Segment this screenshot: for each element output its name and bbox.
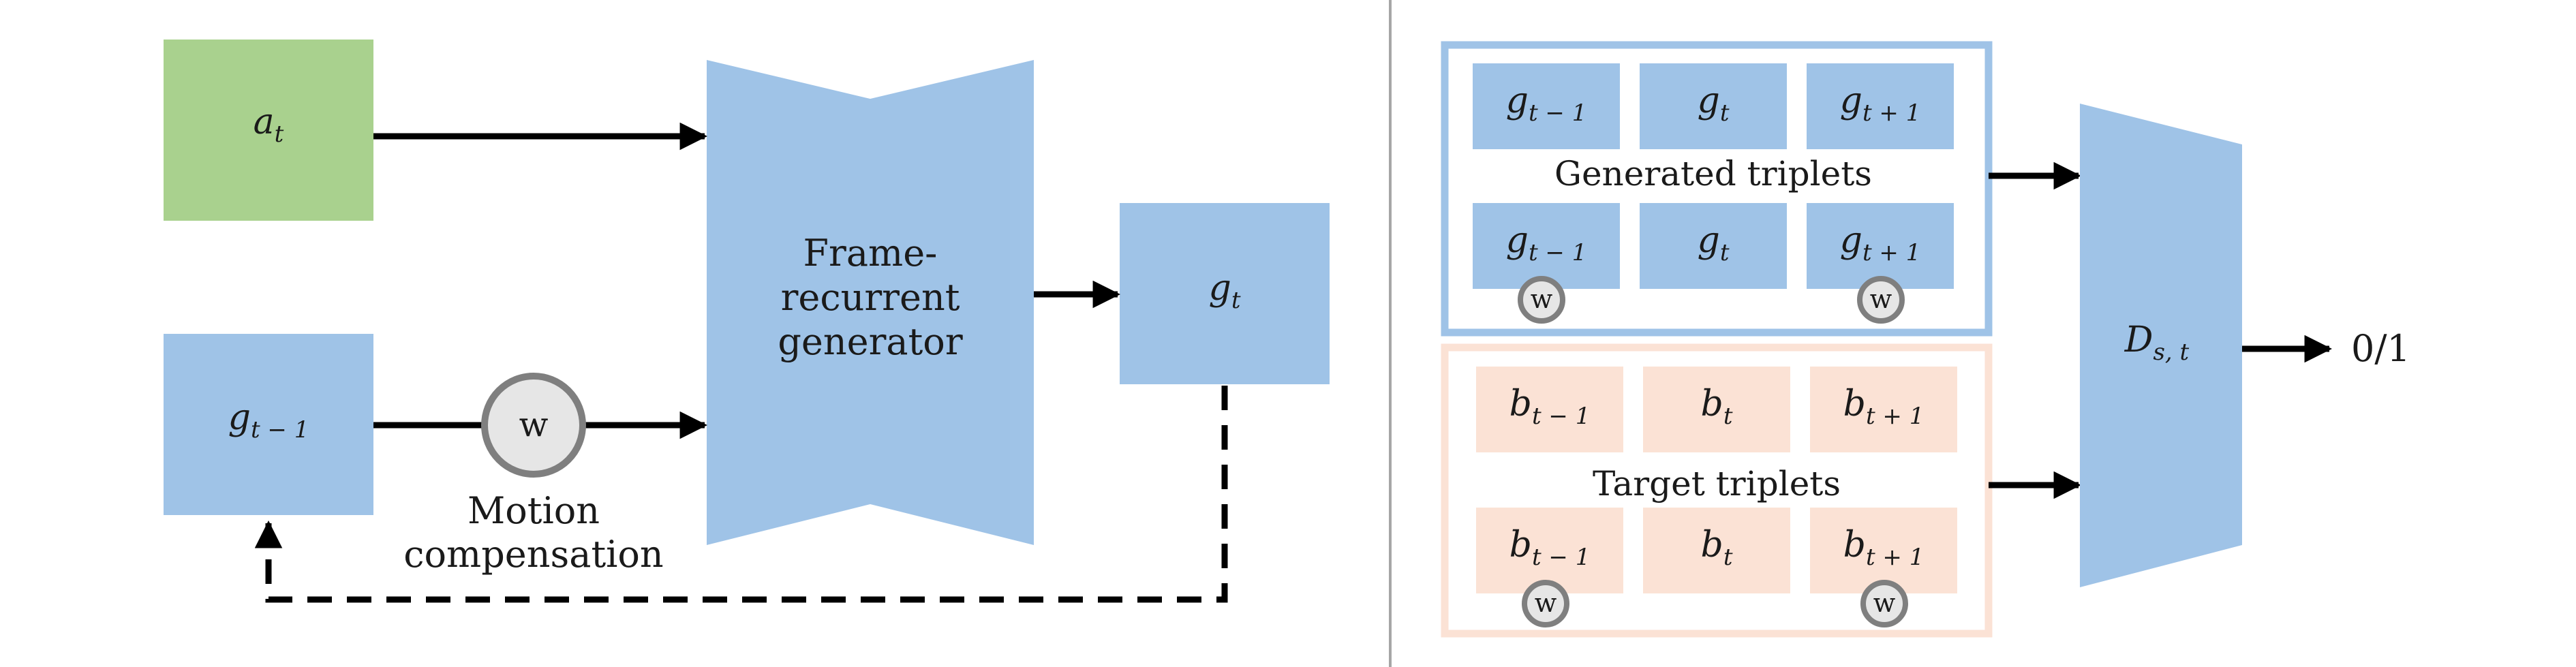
action-box-rect xyxy=(164,40,373,221)
tgt-cell-text: bt − 1 xyxy=(1509,384,1591,430)
discriminator: Ds, t xyxy=(2080,104,2242,587)
tgt-cell-text: bt − 1 xyxy=(1509,525,1591,571)
prev-frame-sub: t − 1 xyxy=(251,416,309,444)
tgt-cell-text: bt + 1 xyxy=(1843,525,1925,571)
generated-triplets-label: Generated triplets xyxy=(1554,154,1872,193)
tgt-cell-text: bt + 1 xyxy=(1843,384,1925,430)
warp-symbol: w xyxy=(519,405,549,444)
output-frame-box: gt xyxy=(1120,203,1330,384)
gen-warp-circle xyxy=(1857,276,1905,324)
tgt-cell-text: bt xyxy=(1701,525,1733,571)
generator-label-3: generator xyxy=(778,320,962,363)
target-row-1: bt − 1 bt bt + 1 xyxy=(1476,367,1957,452)
generated-triplets-group: gt − 1 gt gt + 1 Generated triplets gt −… xyxy=(1441,41,1993,337)
tgt-cell xyxy=(1643,508,1790,593)
gen-warp-circle xyxy=(1518,276,1565,324)
recurrent-feedback-dashed-arrow xyxy=(254,386,1228,603)
tgt-warp-circle xyxy=(1522,580,1569,627)
action-var: a xyxy=(254,102,275,142)
discriminator-var: D xyxy=(2124,320,2153,360)
gen-warp-symbol: w xyxy=(1531,284,1553,314)
motion-label-2: compensation xyxy=(403,533,663,576)
gen-cell-text: gt + 1 xyxy=(1840,80,1921,127)
prev-frame-var: g xyxy=(228,397,251,438)
action-sub: t xyxy=(275,121,284,148)
right-panel: gt − 1 gt gt + 1 Generated triplets gt −… xyxy=(1441,41,2410,638)
tgt-cell xyxy=(1476,508,1623,593)
generator-label-2: recurrent xyxy=(781,276,960,319)
tgt-cell-text: bt xyxy=(1701,384,1733,430)
gen-cell xyxy=(1807,63,1954,149)
gen-cell xyxy=(1473,203,1620,289)
target-triplets-group: bt − 1 bt bt + 1 Target triplets bt − 1 … xyxy=(1441,343,1993,638)
action-box: at xyxy=(164,40,373,221)
left-panel: at gt − 1 Frame- recurrent generator gt xyxy=(164,40,1330,603)
tgt-cell xyxy=(1810,508,1957,593)
output-label: 0/1 xyxy=(2351,327,2410,370)
target-row-2: bt − 1 bt bt + 1 xyxy=(1476,508,1957,593)
target-triplets-border xyxy=(1441,343,1993,638)
prev-frame-rect xyxy=(164,334,373,515)
target-triplets-label: Target triplets xyxy=(1593,464,1841,503)
generator-label-1: Frame- xyxy=(803,232,938,275)
tgt-cell xyxy=(1810,367,1957,452)
generated-row-2: gt − 1 gt gt + 1 xyxy=(1473,203,1954,289)
motion-compensation-warp: w xyxy=(481,373,586,478)
generated-row-1: gt − 1 gt gt + 1 xyxy=(1473,63,1954,149)
gen-cell xyxy=(1473,63,1620,149)
discriminator-shape xyxy=(2080,104,2242,587)
action-box-text: at xyxy=(254,102,284,148)
prev-frame-text: gt − 1 xyxy=(228,397,309,444)
gen-warp-symbol: w xyxy=(1870,284,1892,314)
discriminator-sub: s, t xyxy=(2153,339,2189,366)
output-frame-var: g xyxy=(1209,268,1231,309)
gen-cell-text: gt + 1 xyxy=(1840,220,1921,266)
warp-circle xyxy=(481,373,586,478)
discriminator-text: Ds, t xyxy=(2124,320,2190,366)
tgt-warp-symbol: w xyxy=(1873,588,1896,618)
gen-cell-text: gt xyxy=(1698,80,1730,127)
prev-frame-box: gt − 1 xyxy=(164,334,373,515)
tgt-cell xyxy=(1643,367,1790,452)
output-frame-text: gt xyxy=(1209,268,1241,314)
gen-cell xyxy=(1640,63,1787,149)
generator: Frame- recurrent generator xyxy=(707,60,1034,545)
generator-shape xyxy=(707,60,1034,545)
motion-label-1: Motion xyxy=(467,489,600,532)
gen-cell xyxy=(1807,203,1954,289)
tgt-warp-symbol: w xyxy=(1535,588,1557,618)
gen-cell-text: gt − 1 xyxy=(1506,220,1587,266)
gen-cell-text: gt − 1 xyxy=(1506,80,1587,127)
gen-cell-text: gt xyxy=(1698,220,1730,266)
tgt-warp-circle xyxy=(1860,580,1908,627)
tgt-cell xyxy=(1476,367,1623,452)
generated-triplets-border xyxy=(1441,41,1993,337)
output-frame-rect xyxy=(1120,203,1330,384)
gen-cell xyxy=(1640,203,1787,289)
output-frame-sub: t xyxy=(1231,287,1241,314)
